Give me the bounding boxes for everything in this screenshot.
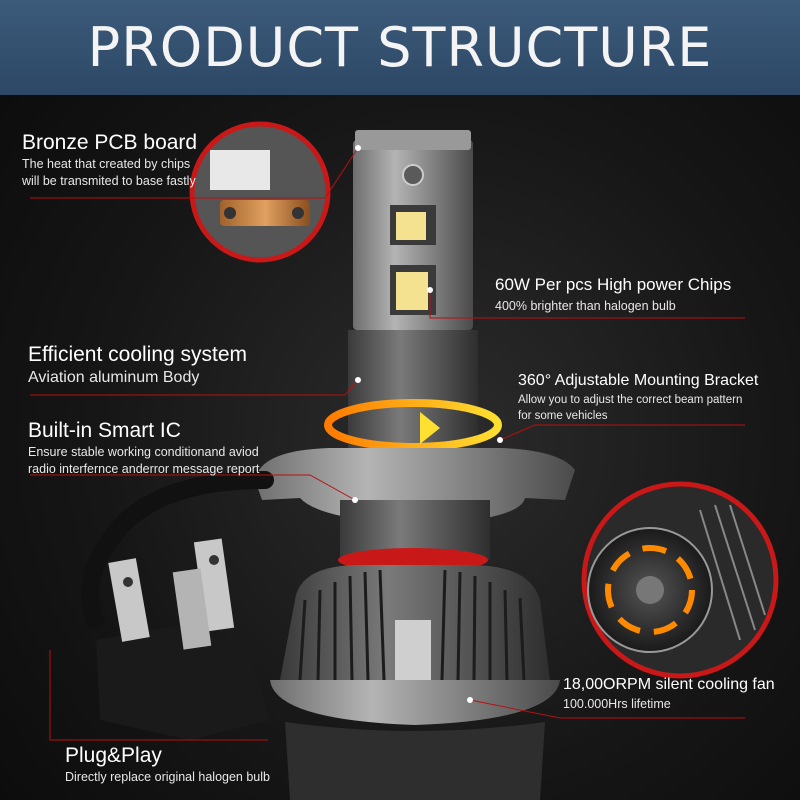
chips-label: 60W Per pcs High power Chips 400% bright… <box>495 272 731 315</box>
pcb-desc-1: The heat that created by chips <box>22 157 191 171</box>
fan-label: 18,00ORPM silent cooling fan 100.000Hrs … <box>563 674 775 713</box>
callout-dots <box>352 145 503 703</box>
cooling-label: Efficient cooling system Aviation alumin… <box>28 342 247 388</box>
fan-inset <box>581 481 779 679</box>
bracket-desc-1: Allow you to adjust the correct beam pat… <box>518 394 743 406</box>
pcb-desc-2: will be transmited to base fastly <box>22 174 196 188</box>
cooling-title: Efficient cooling system <box>28 343 248 366</box>
ic-desc-1: Ensure stable working conditionand aviod <box>28 445 259 459</box>
callout-lines <box>30 147 745 741</box>
pcb-inset <box>189 121 331 263</box>
chips-desc: 400% brighter than halogen bulb <box>495 299 676 313</box>
plug-title: Plug&Play <box>65 744 162 767</box>
cooling-desc: Aviation aluminum Body <box>28 369 200 386</box>
fan-desc: 100.000Hrs lifetime <box>563 697 671 711</box>
pcb-title: Bronze PCB board <box>22 131 198 154</box>
rotation-arrow-icon <box>324 399 502 451</box>
h4-plug <box>81 471 274 740</box>
pcb-label: Bronze PCB board The heat that created b… <box>22 130 197 190</box>
plug-desc: Directly replace original halogen bulb <box>65 770 270 784</box>
bracket-title: 360° Adjustable Mounting Bracket <box>518 372 759 389</box>
page-title: PRODUCT STRUCTURE <box>87 16 713 79</box>
led-head <box>348 130 478 448</box>
bracket-desc-2: for some vehicles <box>518 410 608 422</box>
plug-label: Plug&Play Directly replace original halo… <box>65 743 270 786</box>
mounting-bracket <box>255 448 575 572</box>
fan-title: 18,00ORPM silent cooling fan <box>563 676 775 693</box>
ic-title: Built-in Smart IC <box>28 419 181 442</box>
chips-title: 60W Per pcs High power Chips <box>495 275 732 294</box>
cooling-fin-body <box>270 565 560 800</box>
title-banner: PRODUCT STRUCTURE <box>0 0 800 95</box>
bracket-label: 360° Adjustable Mounting Bracket Allow y… <box>518 370 758 424</box>
ic-label: Built-in Smart IC Ensure stable working … <box>28 418 259 478</box>
ic-desc-2: radio interfernce anderror message repor… <box>28 462 260 476</box>
